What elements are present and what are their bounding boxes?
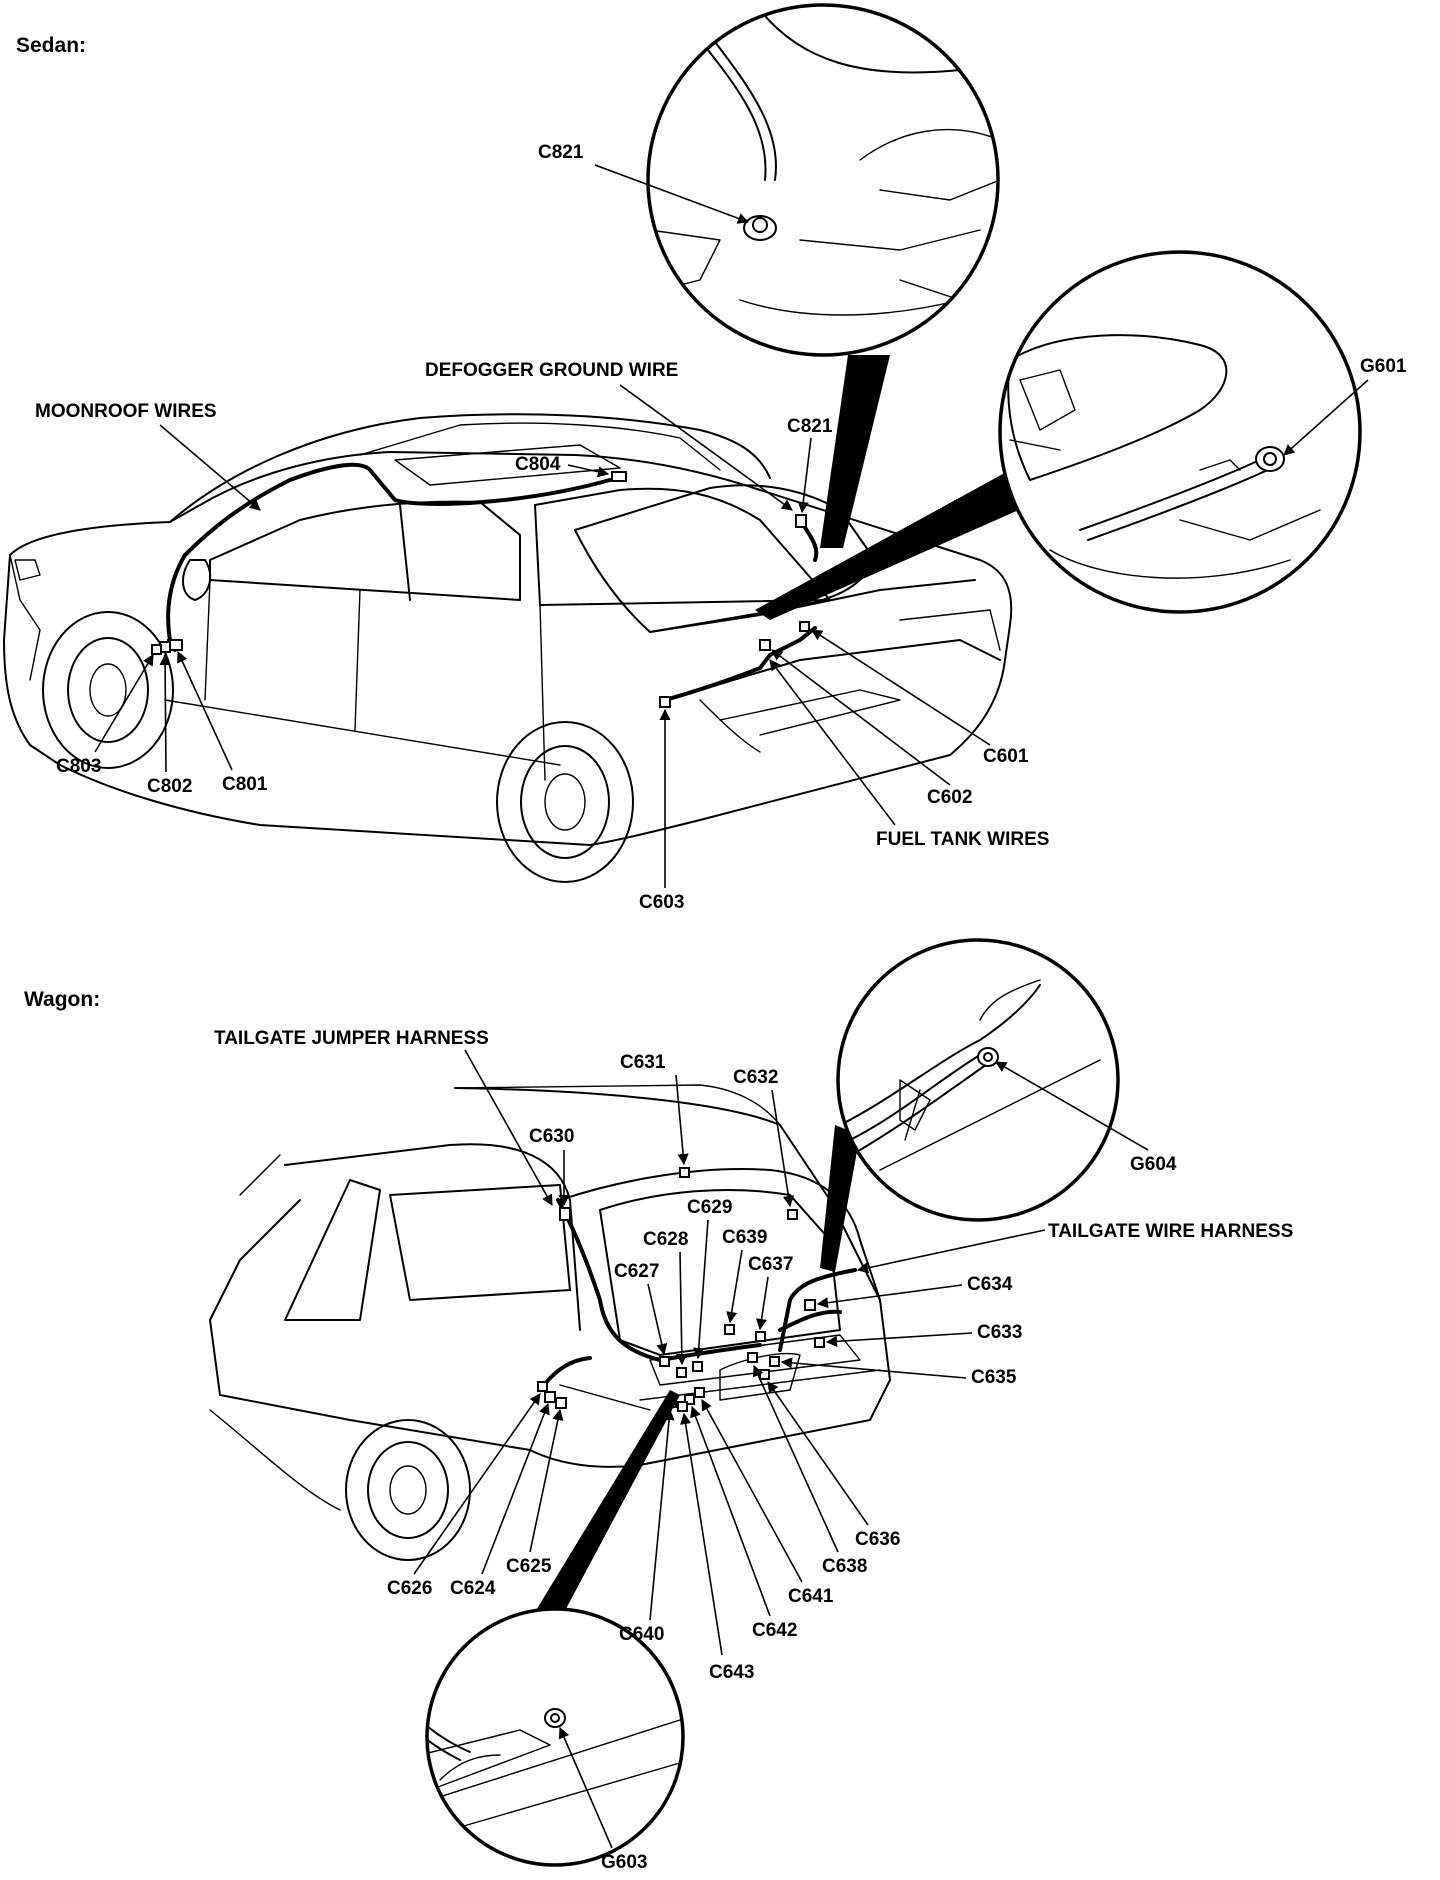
label-c641: C641: [788, 1586, 834, 1607]
connector-c624: [544, 1391, 556, 1403]
label-c632: C632: [733, 1067, 778, 1088]
connector-c637: [755, 1331, 766, 1342]
connector-c631: [679, 1167, 690, 1178]
connector-c821: [795, 514, 807, 528]
label-c801: C801: [222, 774, 268, 795]
label-c625: C625: [506, 1556, 552, 1577]
connector-c633: [814, 1337, 825, 1348]
wagon-title: Wagon:: [24, 988, 100, 1011]
connector-c625: [555, 1397, 567, 1409]
label-fuel-tank-wires: FUEL TANK WIRES: [876, 829, 1049, 850]
sedan-connectors: [151, 471, 810, 708]
label-c821: C821: [787, 416, 833, 437]
connector-c639: [724, 1324, 735, 1335]
connector-c601: [799, 621, 810, 632]
label-c628: C628: [643, 1229, 688, 1250]
connector-c632: [787, 1209, 798, 1220]
label-c804: C804: [515, 454, 561, 475]
inset-c821: [646, 3, 1000, 548]
label-g604: G604: [1130, 1154, 1177, 1175]
label-c640: C640: [619, 1624, 664, 1645]
label-g601: G601: [1360, 356, 1407, 377]
label-c633: C633: [977, 1322, 1022, 1343]
label-c821-inset: C821: [538, 142, 584, 163]
inset-g604: [820, 938, 1120, 1272]
label-tailgate-wire-harness: TAILGATE WIRE HARNESS: [1048, 1221, 1293, 1242]
connector-c602: [759, 639, 771, 651]
inset-g603: [425, 1390, 685, 1867]
inset-g603-connector-band: [535, 1390, 680, 1620]
label-c624: C624: [450, 1578, 496, 1599]
label-defogger-ground-wire: DEFOGGER GROUND WIRE: [425, 360, 678, 381]
inset-c821-connector-band: [820, 355, 890, 548]
sedan-wiring: [166, 462, 819, 702]
connector-c626: [537, 1381, 548, 1392]
wagon-connectors: [537, 1167, 825, 1412]
label-c638: C638: [822, 1556, 867, 1577]
connector-c638: [747, 1352, 758, 1363]
label-c631: C631: [620, 1052, 666, 1073]
label-c630: C630: [529, 1126, 574, 1147]
connector-c629: [692, 1361, 703, 1372]
connector-c635: [769, 1356, 780, 1367]
connector-c603: [659, 696, 671, 708]
moonroof-wire: [183, 462, 612, 557]
sedan-section: Sedan:: [3, 3, 1407, 913]
connector-c642: [684, 1394, 695, 1405]
tailgate-wire-harness: [778, 1268, 857, 1352]
connector-c643: [677, 1401, 688, 1412]
connector-c636: [759, 1369, 770, 1380]
connector-c804: [611, 471, 627, 482]
label-c642: C642: [752, 1620, 797, 1641]
label-c643: C643: [709, 1662, 754, 1683]
label-c634: C634: [967, 1274, 1013, 1295]
wagon-car-illustration: [209, 1084, 891, 1561]
inset-g601: [755, 250, 1362, 620]
connector-c803: [151, 644, 162, 655]
label-c803: C803: [56, 756, 101, 777]
label-c626: C626: [387, 1578, 432, 1599]
label-c802: C802: [147, 776, 192, 797]
label-g603: G603: [601, 1852, 647, 1873]
label-c603: C603: [639, 892, 684, 913]
inset-g604-connector-band: [820, 1125, 860, 1272]
label-c639: C639: [722, 1227, 767, 1248]
connector-c641: [694, 1387, 705, 1398]
connector-c634: [804, 1299, 816, 1311]
inset-g601-connector-band: [755, 470, 1030, 620]
label-c627: C627: [614, 1261, 659, 1282]
sedan-title: Sedan:: [16, 34, 86, 57]
wagon-section: Wagon:: [24, 938, 1293, 1873]
label-c602: C602: [927, 787, 972, 808]
connector-c627: [659, 1356, 670, 1367]
tailgate-jumper-harness-wire: [556, 1198, 662, 1362]
right-harness: [778, 1309, 842, 1332]
label-moonroof-wires: MOONROOF WIRES: [35, 401, 217, 422]
sedan-car-illustration: [3, 413, 1013, 883]
label-tailgate-jumper-harness: TAILGATE JUMPER HARNESS: [214, 1028, 489, 1049]
label-c635: C635: [971, 1367, 1017, 1388]
label-c637: C637: [748, 1254, 793, 1275]
fuel-tank-wire: [663, 626, 817, 702]
label-c629: C629: [687, 1197, 732, 1218]
connector-c630: [559, 1207, 571, 1221]
connector-c628: [676, 1367, 687, 1378]
label-c636: C636: [855, 1529, 900, 1550]
moonroof-wire-down: [166, 553, 187, 652]
label-c601: C601: [983, 746, 1029, 767]
